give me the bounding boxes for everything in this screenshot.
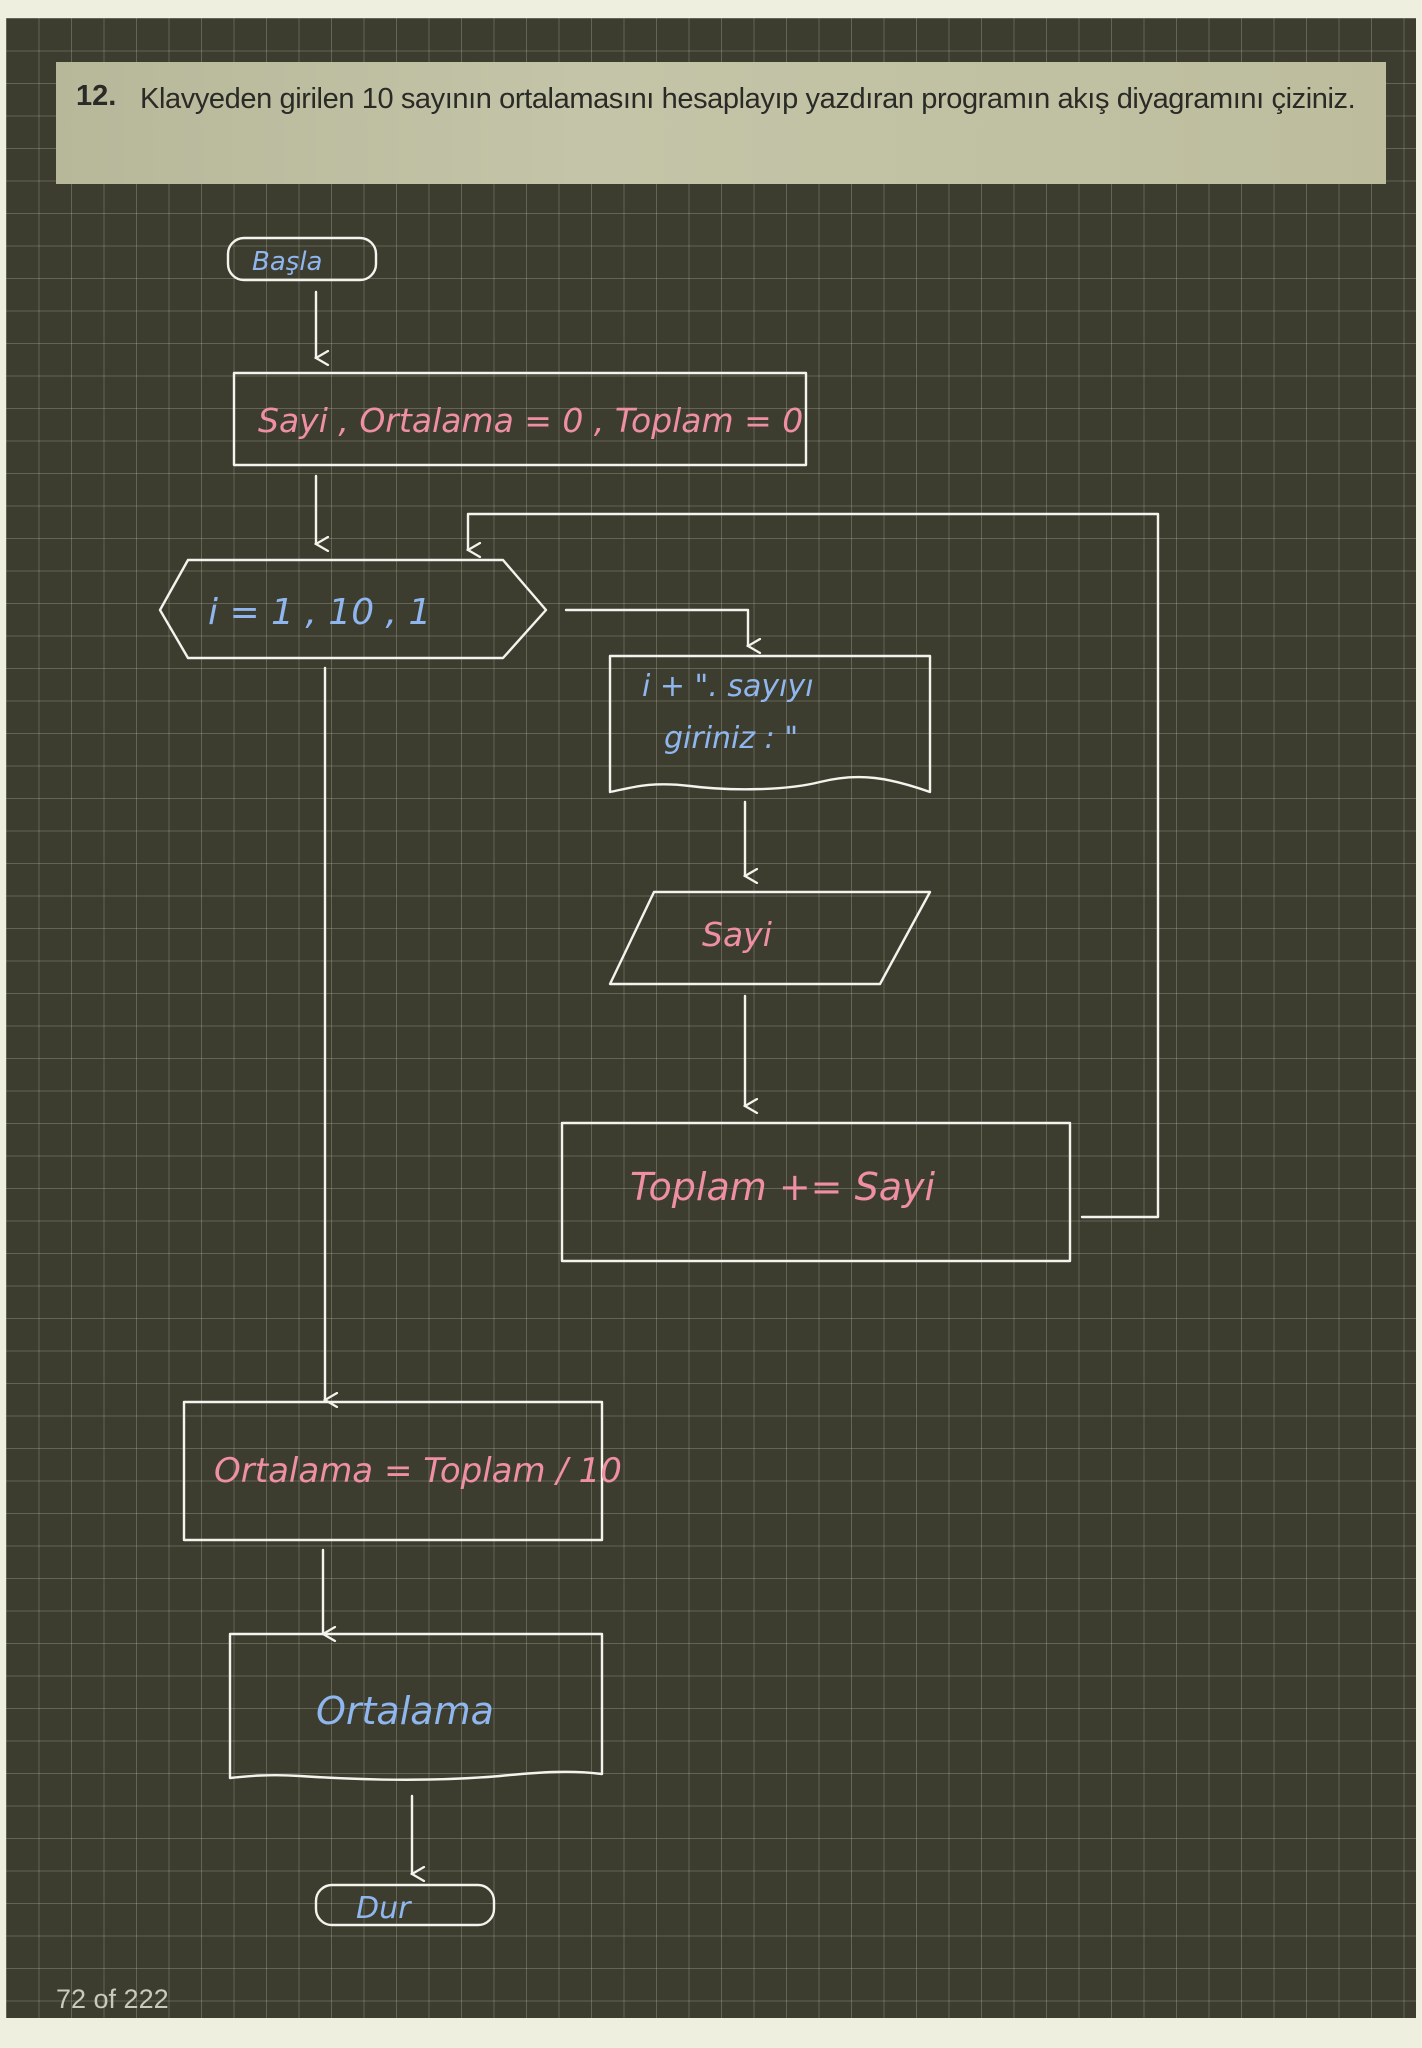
loop-label: i = 1 , 10 , 1 xyxy=(208,592,431,633)
question-number: 12. xyxy=(76,80,117,112)
arrow-loop-body xyxy=(564,608,748,646)
graph-paper-sheet xyxy=(6,18,1416,2018)
init-process-box: Sayi , Ortalama = 0 , Toplam = 0 xyxy=(232,371,808,467)
prompt-line1: i + ". sayıyı xyxy=(642,669,814,704)
output-label: Ortalama xyxy=(316,1689,494,1733)
question-band: 12. Klavyeden girilen 10 sayının ortalam… xyxy=(56,62,1386,184)
end-label: Dur xyxy=(356,1891,412,1926)
question-text: Klavyeden girilen 10 sayının ortalamasın… xyxy=(140,83,1356,115)
input-parallelogram: Sayi xyxy=(608,890,932,986)
loop-hexagon: i = 1 , 10 , 1 xyxy=(158,558,548,660)
end-terminator: Dur xyxy=(314,1883,496,1927)
average-label: Ortalama = Toplam / 10 xyxy=(214,1451,622,1491)
accumulate-process-box: Toplam += Sayi xyxy=(560,1121,1072,1263)
accumulate-label: Toplam += Sayi xyxy=(630,1165,935,1209)
prompt-output-box: i + ". sayıyı giriniz : " xyxy=(608,654,932,794)
input-label: Sayi xyxy=(702,915,772,954)
output-document-box: Ortalama xyxy=(228,1632,604,1781)
prompt-line2: giriniz : " xyxy=(664,721,798,756)
init-label: Sayi , Ortalama = 0 , Toplam = 0 xyxy=(258,401,803,440)
average-process-box: Ortalama = Toplam / 10 xyxy=(182,1400,622,1542)
page-counter: 72 of 222 xyxy=(56,1984,169,2014)
start-label: Başla xyxy=(252,247,322,277)
arrow-loop-back xyxy=(468,512,1160,1219)
start-terminator: Başla xyxy=(226,236,378,282)
